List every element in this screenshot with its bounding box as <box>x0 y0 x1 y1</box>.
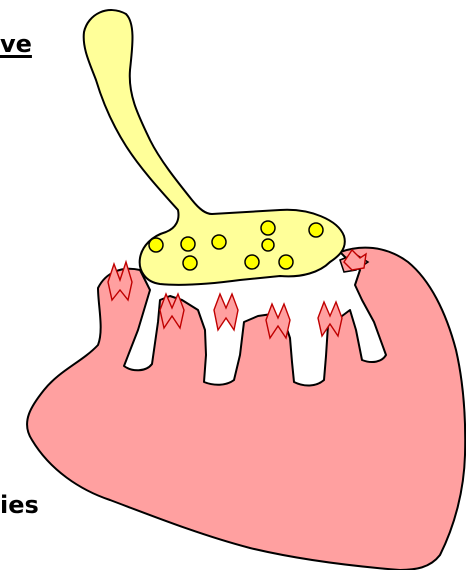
partial-label-top: ve <box>0 32 32 56</box>
vesicle <box>261 221 275 235</box>
vesicle <box>212 235 226 249</box>
vesicle <box>279 255 293 269</box>
vesicle <box>181 237 195 251</box>
vesicle <box>245 255 259 269</box>
vesicle <box>149 238 163 252</box>
partial-label-bottom: ies <box>0 493 39 517</box>
vesicle <box>183 256 197 270</box>
muscle-fiber <box>27 248 465 570</box>
vesicle <box>309 223 323 237</box>
vesicle <box>262 239 274 251</box>
junctional-fold <box>214 294 238 330</box>
